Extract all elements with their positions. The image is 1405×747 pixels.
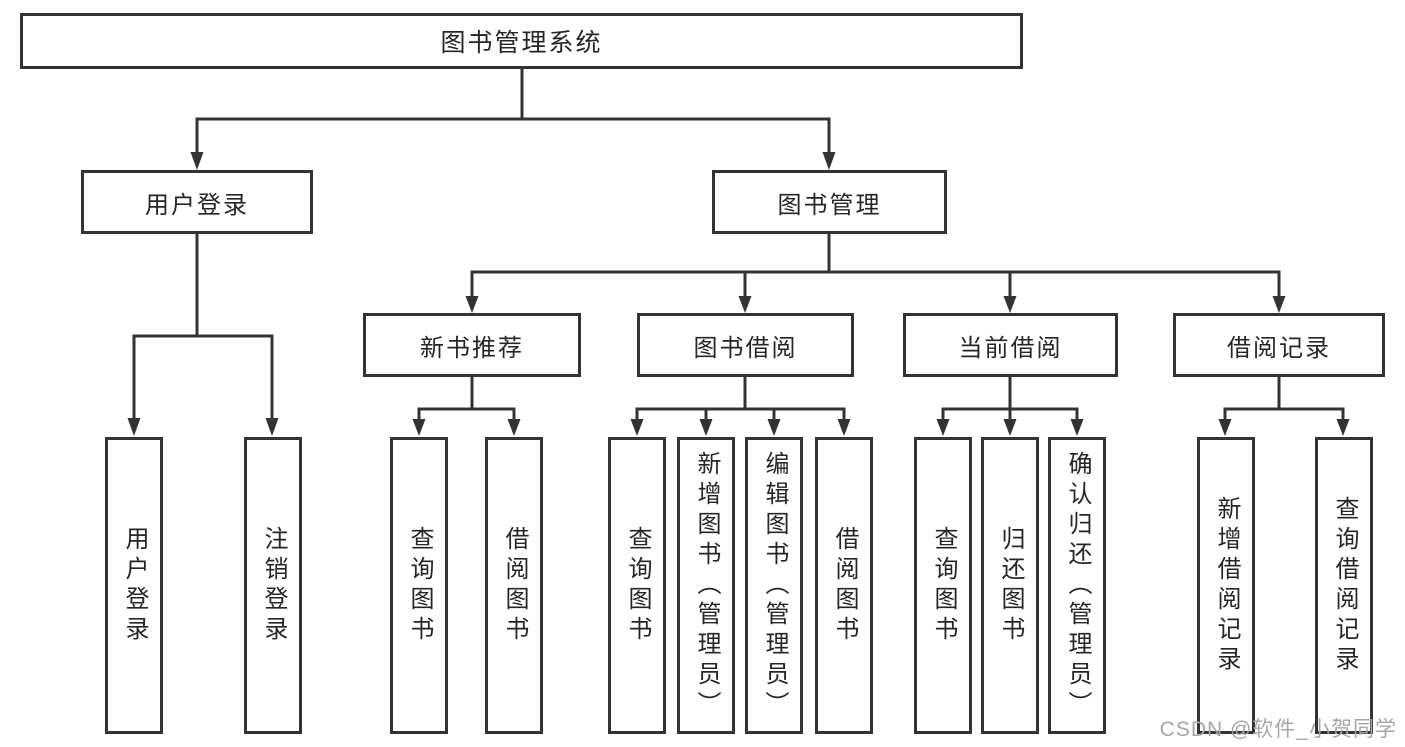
node-book-borrowing: 图书借阅	[637, 313, 854, 377]
node-label: 归还图书	[997, 525, 1024, 646]
leaf-query-books-recommend: 查询图书	[390, 437, 448, 734]
node-label: 图书管理系统	[440, 29, 603, 57]
node-label: 查询图书	[624, 525, 651, 646]
leaf-add-borrow-record: 新增借阅记录	[1197, 437, 1255, 734]
node-book-management: 图书管理	[712, 170, 947, 234]
leaf-add-books-admin: 新增图书（管理员）	[677, 437, 735, 734]
node-label: 借阅图书	[831, 525, 858, 646]
node-label: 查询图书	[406, 525, 433, 646]
leaf-user-login: 用户登录	[105, 437, 163, 734]
leaf-confirm-return-admin: 确认归还（管理员）	[1048, 437, 1106, 734]
leaf-query-borrow-record: 查询借阅记录	[1315, 437, 1373, 734]
leaf-return-books: 归还图书	[981, 437, 1039, 734]
node-label: 图书借阅	[693, 334, 798, 362]
node-label: 新书推荐	[420, 334, 524, 362]
node-borrow-records: 借阅记录	[1173, 313, 1385, 377]
node-label: 确认归还（管理员）	[1064, 450, 1091, 721]
node-label: 图书管理	[777, 191, 882, 219]
leaf-borrow-books: 借阅图书	[815, 437, 873, 734]
node-label: 编辑图书（管理员）	[761, 450, 788, 721]
leaf-query-books-borrow: 查询图书	[608, 437, 666, 734]
node-label: 查询图书	[930, 525, 957, 646]
node-label: 用户登录	[121, 525, 148, 646]
node-label: 借阅图书	[501, 525, 528, 646]
node-label: 新增图书（管理员）	[693, 450, 720, 721]
node-new-book-recommend: 新书推荐	[363, 313, 581, 377]
node-current-borrowing: 当前借阅	[903, 313, 1118, 377]
watermark: CSDN @软件_小贺同学	[1159, 718, 1397, 741]
node-label: 当前借阅	[958, 334, 1063, 362]
leaf-logout: 注销登录	[244, 437, 302, 734]
node-root-system: 图书管理系统	[20, 13, 1023, 69]
node-label: 查询借阅记录	[1331, 495, 1358, 676]
leaf-borrow-books-recommend: 借阅图书	[485, 437, 543, 734]
node-label: 用户登录	[145, 191, 249, 219]
node-user-login: 用户登录	[81, 170, 313, 234]
leaf-edit-books-admin: 编辑图书（管理员）	[745, 437, 803, 734]
arrowhead-icons	[127, 152, 1350, 436]
node-label: 借阅记录	[1227, 334, 1331, 362]
node-label: 新增借阅记录	[1213, 495, 1240, 676]
leaf-query-books-current: 查询图书	[914, 437, 972, 734]
node-label: 注销登录	[260, 525, 287, 646]
